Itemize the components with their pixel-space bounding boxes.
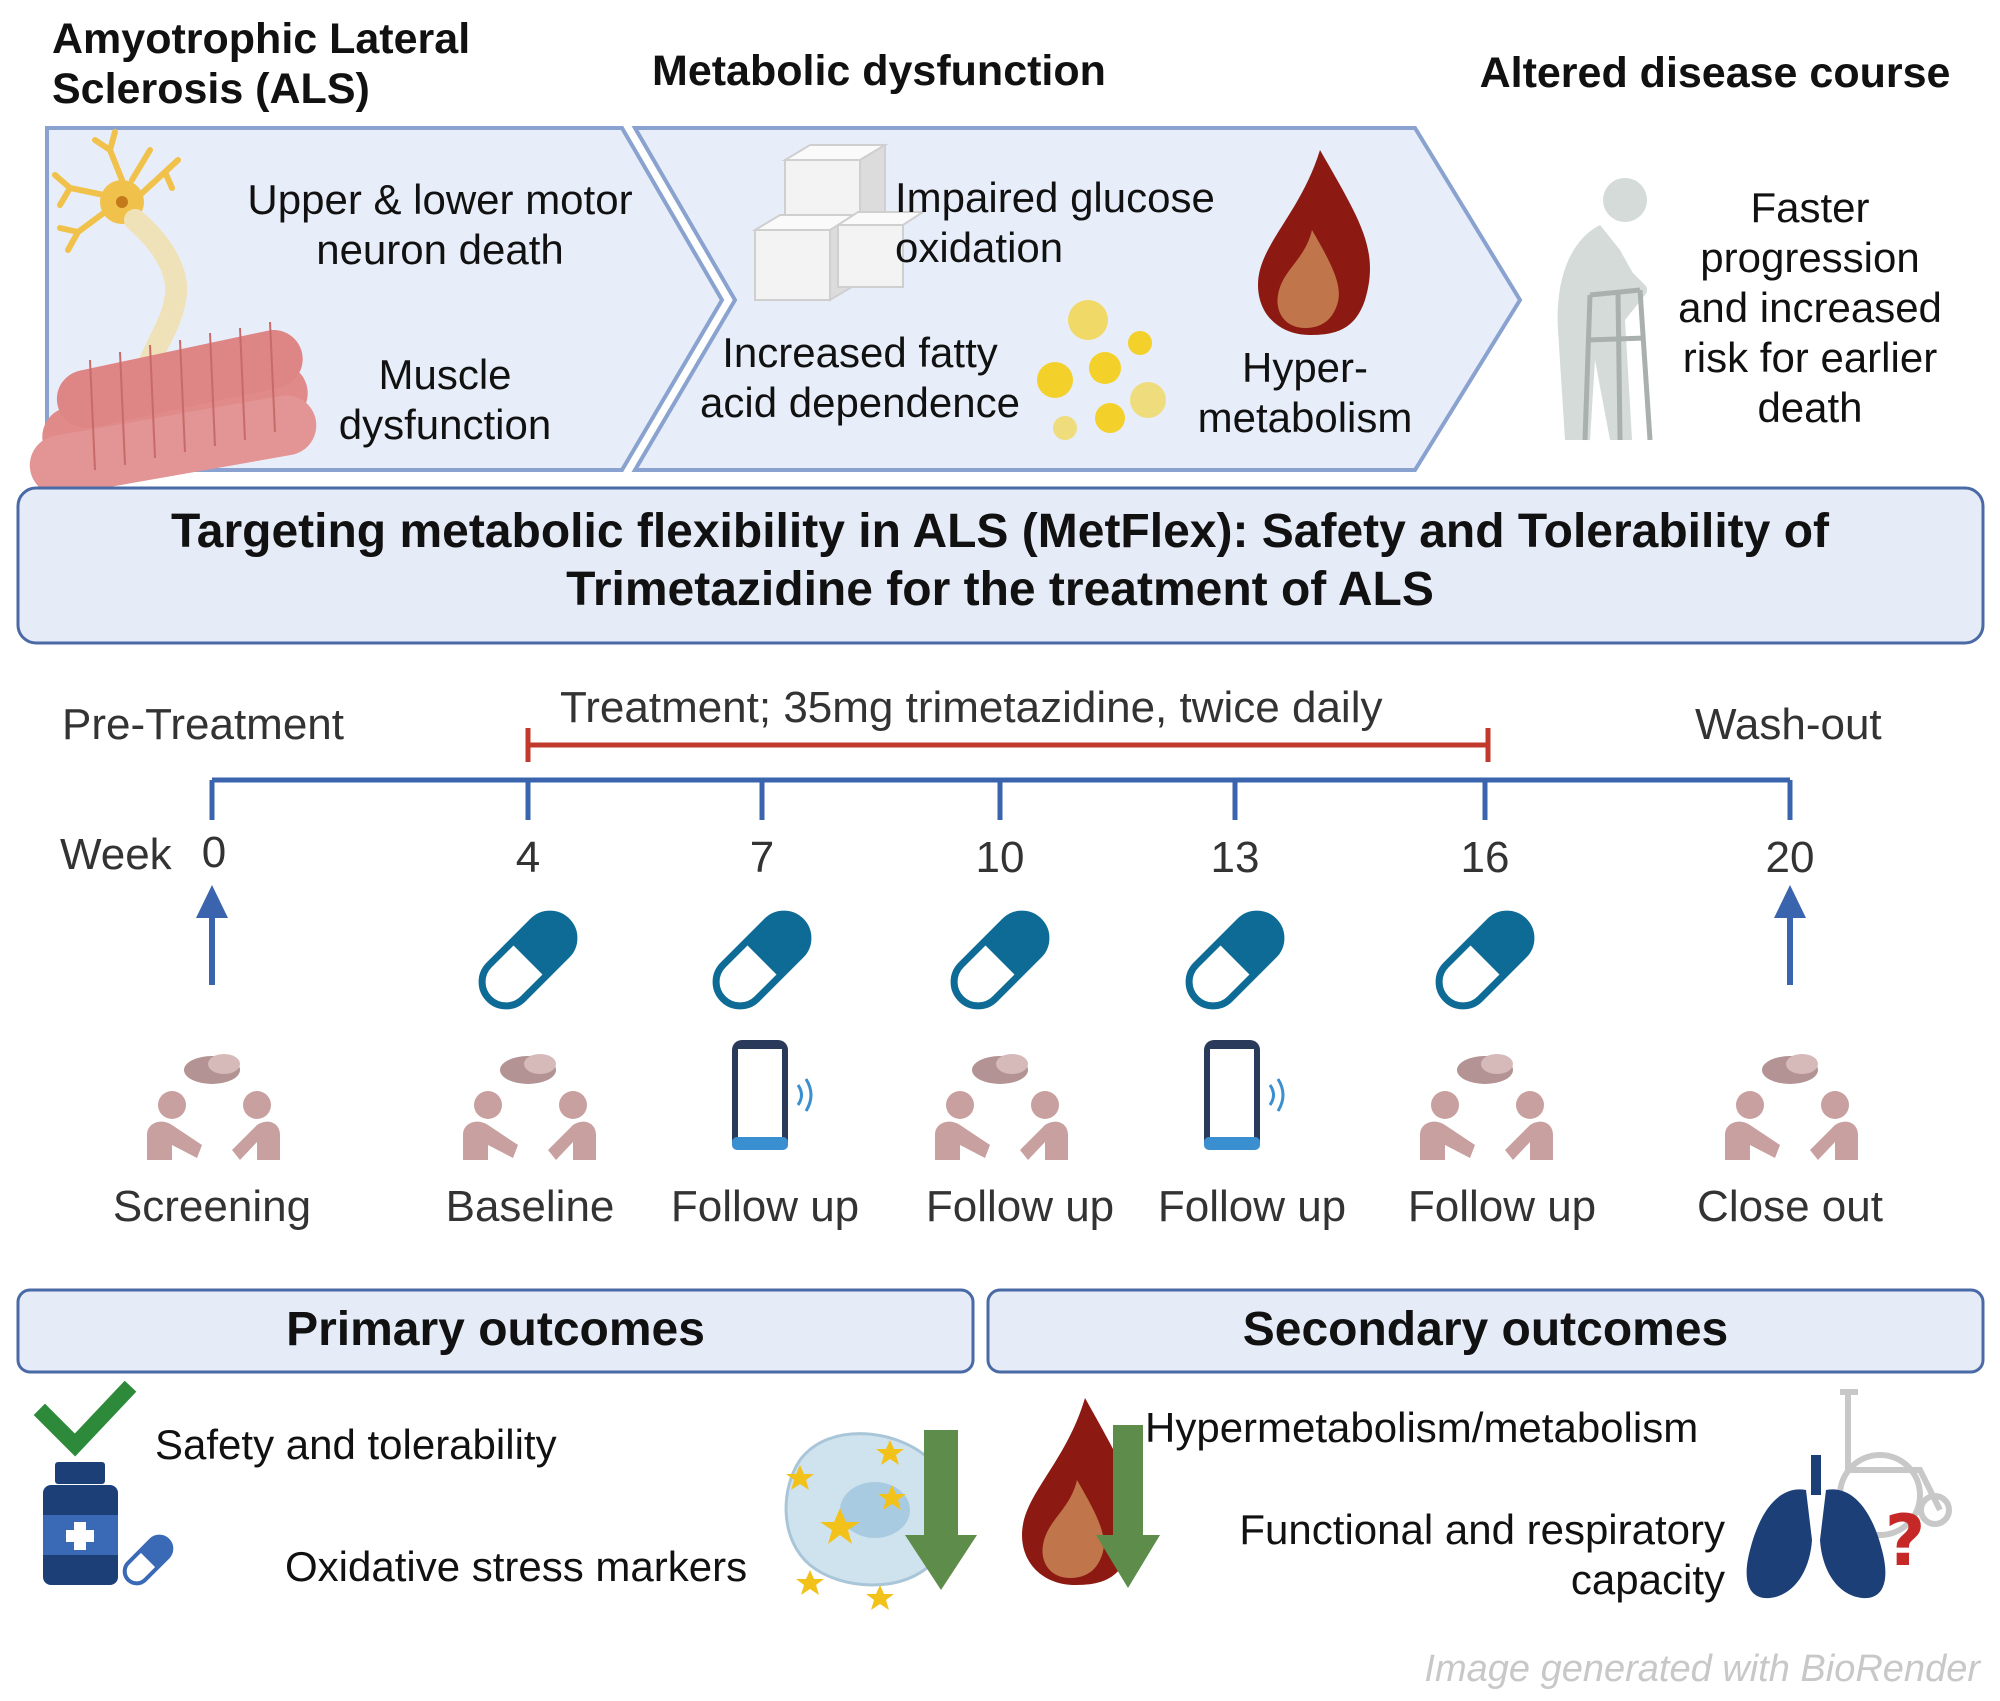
week-7: 7 [749,833,775,882]
consultation-icon-week16 [1420,1054,1553,1160]
down-arrow-icon-oxidative [905,1430,977,1590]
week-0: 0 [201,828,227,877]
visit-screening: Screening [112,1182,312,1231]
muscle-icon [29,321,317,496]
capsule-icons [478,910,1535,1010]
washout-label: Wash-out [1695,700,1882,749]
treatment-bracket [525,728,1491,762]
secondary-outcome-metabolism: Hypermetabolism/metabolism [1145,1404,1699,1451]
elderly-walker-icon [1557,178,1653,441]
visit-baseline: Baseline [445,1182,615,1231]
sugar-cubes-icon [751,143,927,302]
biorender-watermark: Image generated with BioRender [1424,1648,1980,1690]
consultation-icon-baseline [463,1054,596,1160]
week-16: 16 [1460,833,1510,882]
motor-neuron-text: Upper & lower motor neuron death [247,176,633,273]
consultation-icon-screening [147,1054,280,1160]
week-13: 13 [1210,833,1260,882]
secondary-outcomes-title: Secondary outcomes [1242,1303,1729,1356]
week-20: 20 [1765,833,1815,882]
treatment-label: Treatment; 35mg trimetazidine, twice dai… [560,683,1383,732]
primary-outcomes-title: Primary outcomes [286,1303,705,1356]
primary-outcome-oxidative: Oxidative stress markers [285,1543,748,1590]
study-title-box [16,486,1985,645]
svg-text:?: ? [1885,1500,1926,1582]
col3-title: Altered disease course [1479,49,1951,97]
secondary-outcomes-box [986,1288,1985,1374]
flame-icon-top [1258,150,1370,335]
arrow-up-icon-screening [196,885,228,985]
visit-followup-week16: Follow up [1407,1182,1597,1231]
week-10: 10 [975,833,1025,882]
consultation-icon-week10 [935,1054,1068,1160]
down-arrow-icon-metabolism [1096,1425,1160,1588]
visit-followup-week10: Follow up [925,1182,1115,1231]
phone-icon-week7 [730,1038,813,1152]
muscle-dysfunction-text: Muscle dysfunction [338,351,552,448]
fatty-acid-droplets-icon [1037,300,1166,440]
checkmark-icon [33,1380,137,1457]
col1-title: Amyotrophic Lateral Sclerosis (ALS) [52,15,471,113]
lungs-icon [1746,1455,1886,1599]
fatty-acid-text: Increased fatty acid dependence [700,329,1020,426]
week-label: Week [60,830,172,879]
pre-treatment-label: Pre-Treatment [62,700,345,749]
phone-icon-week13 [1202,1038,1285,1152]
medicine-bottle-icon [43,1462,174,1586]
week-4: 4 [515,833,541,882]
question-mark-icon: ? [1885,1500,1926,1582]
primary-outcome-safety: Safety and tolerability [155,1421,557,1468]
secondary-outcome-functional: Functional and respiratory capacity [1239,1506,1725,1603]
hypermetabolism-text: Hyper-metabolism [1197,344,1413,441]
visit-closeout: Close out [1697,1182,1883,1231]
study-title: Targeting metabolic flexibility in ALS (… [171,505,1829,616]
arrow-up-icon-closeout [1774,885,1806,985]
visit-followup-week7: Follow up [670,1182,860,1231]
primary-outcomes-box [16,1288,975,1374]
disease-course-text: Faster progression and increased risk fo… [1678,184,1942,431]
visit-followup-week13: Follow up [1157,1182,1347,1231]
glucose-text: Impaired glucose oxidation [895,174,1215,271]
col2-title: Metabolic dysfunction [652,47,1106,95]
consultation-icon-closeout [1725,1054,1858,1160]
timeline-axis [209,777,1793,820]
